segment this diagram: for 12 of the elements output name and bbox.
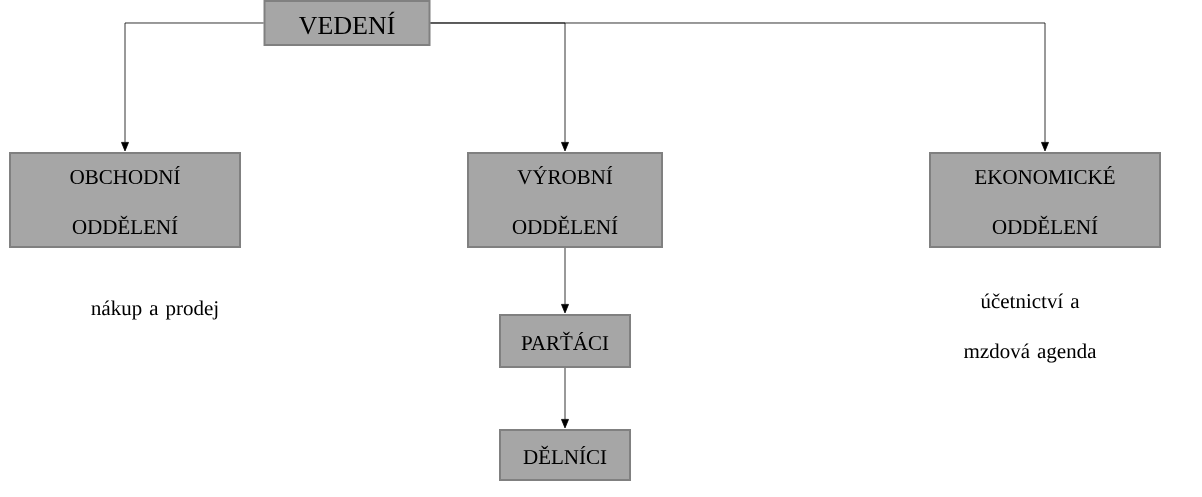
org-box: VÝROBNÍ ODDĚLENÍ	[467, 152, 663, 248]
org-box: EKONOMICKÉ ODDĚLENÍ	[929, 152, 1161, 248]
arrow	[561, 367, 569, 429]
arrow	[430, 22, 1049, 152]
note-text: nákup a prodej	[91, 300, 218, 320]
org-box: DĚLNÍCI	[499, 429, 631, 481]
org-box: VEDENÍ	[263, 0, 431, 46]
org-box: PARŤÁCI	[499, 314, 631, 368]
org-box: OBCHODNÍ ODDĚLENÍ	[9, 152, 241, 248]
arrow	[561, 247, 569, 314]
note-text: účetnictví a mzdová agenda	[963, 293, 1097, 363]
arrow	[121, 22, 264, 152]
